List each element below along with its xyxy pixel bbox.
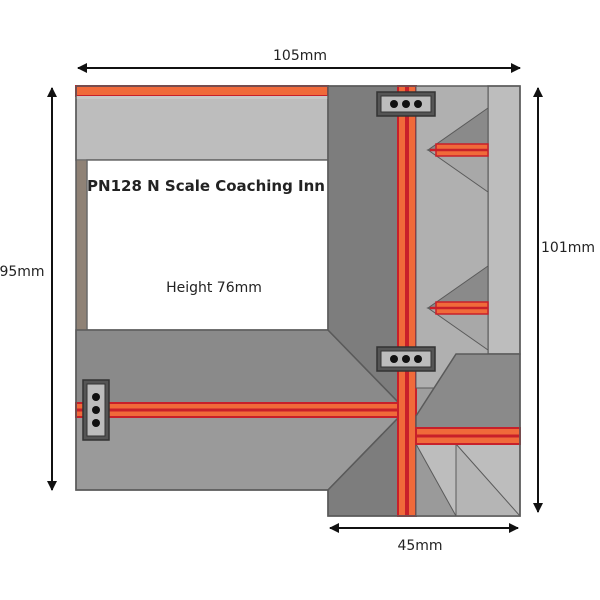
label-panel — [86, 159, 329, 331]
dim-label-top: 105mm — [273, 48, 327, 64]
height-label: Height 76mm — [166, 280, 262, 296]
dim-label-left: 95mm — [0, 264, 45, 280]
chimney-middle — [376, 346, 436, 372]
top-left-roof-edge — [76, 96, 328, 99]
dim-label-bottom: 45mm — [397, 538, 442, 554]
chimney-top — [376, 91, 436, 117]
product-title: PN128 N Scale Coaching Inn — [87, 177, 325, 195]
building-outline — [75, 85, 521, 517]
top-left-ridge — [75, 85, 329, 97]
chimney-left — [82, 379, 110, 441]
brown-wall-strip — [75, 159, 88, 331]
right-wing-outer — [487, 85, 521, 355]
dim-label-right: 101mm — [541, 240, 595, 256]
top-left-roof-strip — [75, 97, 329, 161]
